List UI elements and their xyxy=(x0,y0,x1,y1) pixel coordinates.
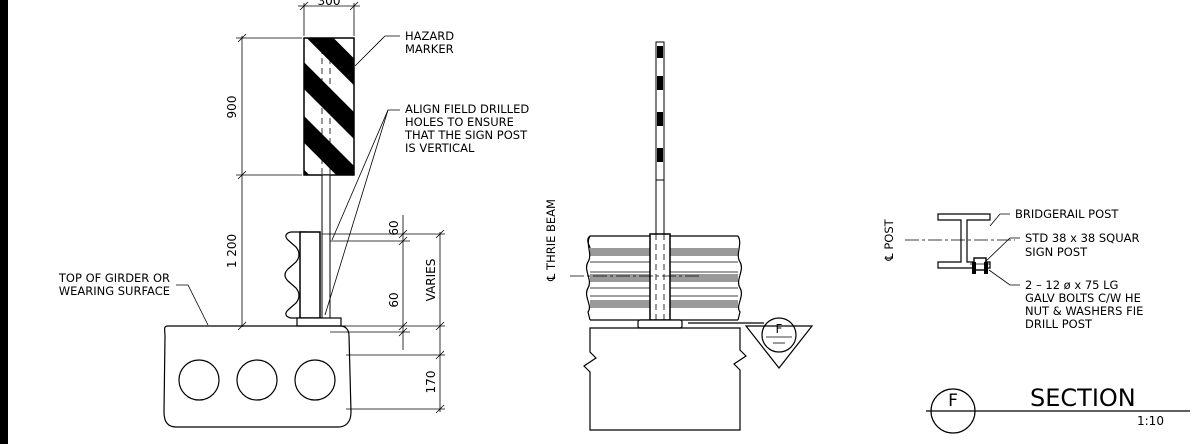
front-elevation: 300 900 1 200 xyxy=(58,0,529,428)
bridgerail-post-side xyxy=(649,233,671,321)
hole-dimensions: 60 60 VARIES 170 xyxy=(322,215,445,414)
sign-post-label: STD 38 x 38 SQUAR xyxy=(1025,231,1140,245)
section-title-letter: F xyxy=(948,391,958,411)
girder-section xyxy=(163,325,352,428)
i-beam-post xyxy=(937,213,991,269)
section-cut-letter: F xyxy=(776,322,783,336)
post-base-plate xyxy=(296,317,342,327)
post-centerline-label: ℄ POST xyxy=(882,218,896,261)
marker-height-text: 900 xyxy=(225,96,239,119)
align-holes-note: ALIGN FIELD DRILLED xyxy=(405,102,529,116)
section-cut-marker: F xyxy=(688,317,814,369)
post-base-plate-side xyxy=(637,319,683,329)
align-holes-note: THAT THE SIGN POST xyxy=(404,128,528,142)
bolt-note: GALV BOLTS C/W HE xyxy=(1025,291,1141,305)
hazard-marker-board xyxy=(303,37,355,176)
bridgerail-post xyxy=(299,231,321,319)
bolt-note: NUT & WASHERS FIE xyxy=(1025,304,1143,318)
bolt-note: DRILL POST xyxy=(1025,317,1093,331)
girder-void xyxy=(178,359,220,401)
hazard-marker-label: HAZARD xyxy=(405,29,454,43)
section-detail: ℄ POST BRIDGERAIL POST STD 38 x 38 SQUAR… xyxy=(882,207,1190,434)
align-holes-note: HOLES TO ENSURE xyxy=(405,115,514,129)
sign-post xyxy=(321,174,331,323)
side-elevation: ℄ THRIE BEAM F xyxy=(544,41,814,431)
girder-label: TOP OF GIRDER OR xyxy=(58,271,170,285)
girder-label: WEARING SURFACE xyxy=(59,284,170,298)
base-depth-text: 170 xyxy=(424,371,438,394)
hazard-marker-label: MARKER xyxy=(405,42,454,56)
girder-void xyxy=(236,359,278,401)
lower-offset-text: 60 xyxy=(387,292,401,307)
bolt-note: 2 – 12 ø x 75 LG xyxy=(1025,278,1118,292)
deck-section xyxy=(583,327,747,431)
marker-width-dimension: 300 xyxy=(298,0,360,36)
height-dimensions: 900 1 200 xyxy=(225,33,302,331)
marker-width-text: 300 xyxy=(318,0,341,8)
sign-post-label: SIGN POST xyxy=(1025,245,1088,259)
hole-spacing-text: VARIES xyxy=(424,259,438,302)
thrie-beam-centerline: ℄ THRIE BEAM xyxy=(544,199,558,282)
bridgerail-post-label: BRIDGERAIL POST xyxy=(1015,207,1119,221)
section-title: SECTION xyxy=(1030,384,1136,412)
upper-offset-text: 60 xyxy=(387,220,401,235)
sheet-border-bar xyxy=(0,0,8,444)
align-holes-note: IS VERTICAL xyxy=(405,141,475,155)
thrie-beam-profile xyxy=(284,231,306,319)
section-scale: 1:10 xyxy=(1137,414,1164,428)
girder-void xyxy=(294,359,336,401)
post-height-text: 1 200 xyxy=(225,234,239,268)
